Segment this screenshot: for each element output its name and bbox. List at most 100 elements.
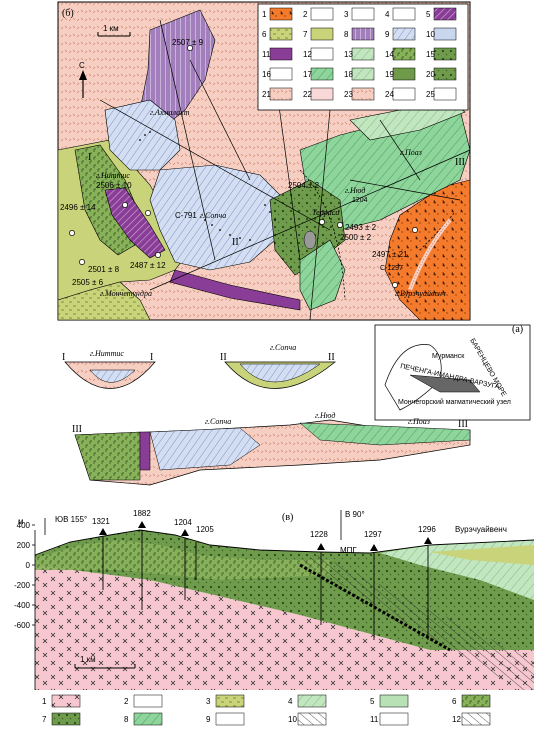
inset-node: Мончегорский магматический узел xyxy=(398,398,511,406)
section-mark-2: II xyxy=(232,237,239,248)
place-nittis: г.Ниттис xyxy=(96,171,130,180)
place-nyud: г.Нюд xyxy=(345,186,365,195)
legend-number: 6 xyxy=(452,697,457,706)
legend-swatch xyxy=(392,87,416,101)
legend-number: 5 xyxy=(370,697,375,706)
section-3-left: III xyxy=(72,424,82,435)
legend-swatch xyxy=(215,694,245,708)
y-tick-label: -200 xyxy=(14,581,31,590)
legend-swatch xyxy=(310,47,334,61)
legend-number: 20 xyxy=(426,70,435,79)
legend-swatch xyxy=(133,694,163,708)
legend-number: 4 xyxy=(288,697,293,706)
legend-swatch xyxy=(51,694,81,708)
profile-az-left: ЮВ 155° xyxy=(55,515,87,524)
legend-swatch xyxy=(433,67,457,81)
legend-number: 3 xyxy=(344,10,349,19)
profile-az-right: В 90° xyxy=(345,510,365,519)
y-tick-label: -600 xyxy=(14,621,31,630)
age-a4: 2501 ± 8 xyxy=(88,265,120,274)
legend-number: 7 xyxy=(42,715,47,724)
north-label: С xyxy=(79,61,85,70)
section-3-right: III xyxy=(458,419,468,430)
legend-number: 5 xyxy=(426,10,431,19)
legend-swatch xyxy=(379,694,409,708)
legend-swatch xyxy=(433,87,457,101)
age-a10: 2497 ± 21 xyxy=(372,250,408,259)
scale-bar-label: 1 км xyxy=(103,24,119,33)
borehole-label: 1321 xyxy=(92,517,110,526)
place-poaz: г.Поаз xyxy=(400,148,422,157)
legend-number: 7 xyxy=(303,30,308,39)
legend-swatch xyxy=(392,47,416,61)
place-ahmalakht: г.Ахмалахт xyxy=(150,108,190,117)
inset-murmansk: Мурманск xyxy=(432,353,465,360)
age-a1: 2507 ± 9 xyxy=(172,38,204,47)
legend-number: 10 xyxy=(426,30,435,39)
legend-swatch xyxy=(215,712,245,726)
section-3-title-2: г.Нюд xyxy=(315,411,335,420)
age-a5: 2505 ± 6 xyxy=(72,278,104,287)
section-3-title-1: г.Сопча xyxy=(205,417,231,426)
borehole-c791: С-791 xyxy=(175,211,197,220)
place-sopcha: г.Сопча xyxy=(200,211,226,220)
y-tick-label: -400 xyxy=(14,601,31,610)
section-1-left: I xyxy=(62,352,65,363)
legend-swatch xyxy=(269,87,293,101)
legend-number: 16 xyxy=(262,70,271,79)
section-mark-3: III xyxy=(455,157,465,168)
legend-swatch xyxy=(269,27,293,41)
legend-number: 10 xyxy=(288,715,297,724)
profile-label: (в) xyxy=(282,512,293,523)
legend-swatch xyxy=(133,712,163,726)
borehole-label: 1205 xyxy=(196,525,214,534)
profile-place: Вурэчуайвенч xyxy=(455,525,507,534)
legend-number: 9 xyxy=(385,30,390,39)
age-a3: 2496 ± 14 xyxy=(60,203,96,212)
age-a6: 2487 ± 12 xyxy=(130,261,166,270)
legend-number: 13 xyxy=(344,50,353,59)
profile-y-axis: 400 200 0 -200 -400 -600 xyxy=(14,521,35,630)
legend-swatch xyxy=(433,27,457,41)
legend-swatch xyxy=(310,87,334,101)
section-3: III III г.Сопча г.Нюд г.Поаз xyxy=(72,411,471,486)
y-tick-label: 0 xyxy=(26,561,31,570)
borehole-label: 1297 xyxy=(364,530,382,539)
legend-number: 1 xyxy=(262,10,267,19)
legend-swatch xyxy=(351,27,375,41)
section-2-left: II xyxy=(220,352,227,363)
legend-swatch xyxy=(461,712,491,726)
legend-number: 19 xyxy=(385,70,394,79)
legend-number: 8 xyxy=(124,715,129,724)
legend-swatch xyxy=(351,47,375,61)
legend-number: 24 xyxy=(385,90,394,99)
map-panel: (б) 1 км С 2507 ± 9 г.Ахмалахт г.Ниттис … xyxy=(57,1,471,321)
section-2-title: г.Сопча xyxy=(270,343,296,352)
section-3-title-3: г.Поаз xyxy=(408,417,430,426)
legend-number: 15 xyxy=(426,50,435,59)
section-1-title: г.Ниттис xyxy=(90,349,124,358)
profile-scale-label: 1 км xyxy=(80,655,96,664)
legend-number: 17 xyxy=(303,70,312,79)
y-tick-label: 400 xyxy=(17,521,31,530)
legend-number: 1 xyxy=(42,697,47,706)
borehole-label: 1204 xyxy=(174,518,192,527)
legend-swatch xyxy=(379,712,409,726)
legend-number: 2 xyxy=(303,10,308,19)
profile-mpg: МПГ xyxy=(340,546,357,555)
legend-swatch xyxy=(51,712,81,726)
legend-number: 23 xyxy=(344,90,353,99)
legend-swatch xyxy=(269,67,293,81)
inset-label: (а) xyxy=(512,324,523,335)
legend-number: 21 xyxy=(262,90,271,99)
legend-swatch xyxy=(392,27,416,41)
y-tick-label: 200 xyxy=(17,541,31,550)
borehole-label: 1228 xyxy=(310,530,328,539)
legend-swatch xyxy=(269,7,293,21)
legend-number: 2 xyxy=(124,697,129,706)
legend-number: 25 xyxy=(426,90,435,99)
legend-number: 8 xyxy=(344,30,349,39)
